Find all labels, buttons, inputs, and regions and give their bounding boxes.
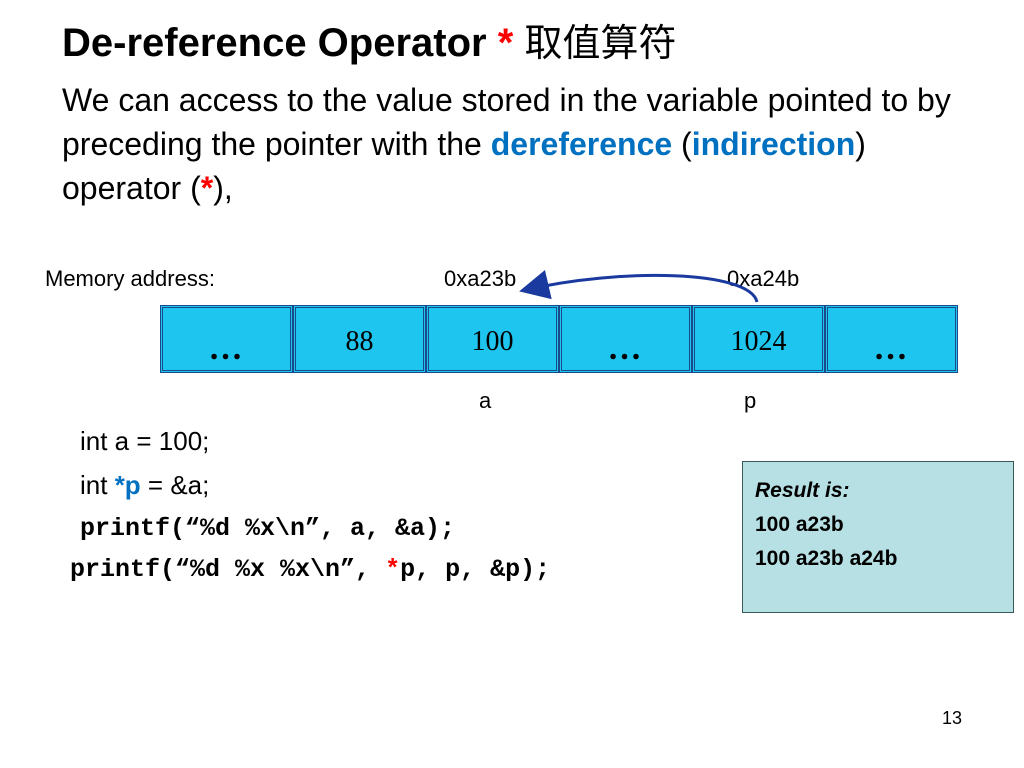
memory-cell: … <box>160 305 293 373</box>
code-line-4: printf(“%d %x %x\n”, *p, p, &p); <box>70 555 550 584</box>
result-box: Result is: 100 a23b 100 a23b a24b <box>742 461 1014 613</box>
term-dereference: dereference <box>490 126 673 162</box>
result-line-2: 100 a23b a24b <box>755 547 898 570</box>
pointer-declaration: *p <box>114 470 141 500</box>
code-line-2: int *p = &a; <box>80 470 209 501</box>
code-line-4-post: p, p, &p); <box>400 555 551 584</box>
title-cjk: 取值算符 <box>524 21 677 65</box>
variable-p-label: p <box>744 388 757 413</box>
operator-star: * <box>200 170 214 206</box>
title-star: * <box>497 21 514 65</box>
code-line-3: printf(“%d %x\n”, a, &a); <box>80 514 456 543</box>
variable-a-label: a <box>479 388 492 413</box>
memory-address-label: Memory address: <box>45 266 215 291</box>
code-line-2-post: = &a; <box>140 470 210 500</box>
description-mid: ) operator ( <box>62 126 866 206</box>
code-line-2-pre: int <box>80 470 115 500</box>
cell-value: … <box>873 330 910 367</box>
address-p: 0xa24b <box>727 266 800 291</box>
term-indirection: indirection <box>691 126 856 162</box>
code-line-4-pre: printf(“%d %x %x\n”, <box>70 555 386 584</box>
page-number: 13 <box>942 708 963 728</box>
cell-value: 1024 <box>730 326 787 357</box>
memory-cell-a: 100 <box>426 305 559 373</box>
memory-row: … 88 100 … 1024 … <box>160 305 958 373</box>
deref-star: * <box>385 555 401 584</box>
result-line-1: 100 a23b <box>755 513 844 536</box>
description-open-paren: ( <box>672 126 692 162</box>
title-main: De-reference Operator <box>62 21 487 65</box>
description-part1: We can access to the value stored in the… <box>62 82 951 162</box>
memory-cell: … <box>825 305 958 373</box>
slide-title: De-reference Operator * 取值算符 <box>62 12 676 67</box>
description-text: We can access to the value stored in the… <box>62 78 982 210</box>
cell-value: … <box>607 330 644 367</box>
cell-value: … <box>208 330 245 367</box>
cell-value: 100 <box>471 326 514 357</box>
code-line-1: int a = 100; <box>80 426 210 456</box>
description-end: ), <box>213 170 233 206</box>
cell-value: 88 <box>345 326 374 357</box>
address-a: 0xa23b <box>444 266 517 291</box>
memory-cell-p: 1024 <box>692 305 825 373</box>
result-header: Result is: <box>755 479 850 502</box>
memory-cell: 88 <box>293 305 426 373</box>
memory-cell: … <box>559 305 692 373</box>
